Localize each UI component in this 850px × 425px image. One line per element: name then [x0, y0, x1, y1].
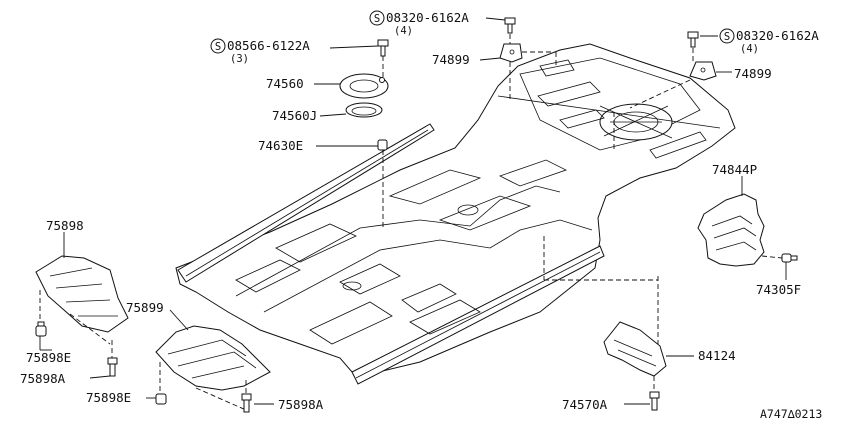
bracket-74899-right-icon: [689, 61, 717, 81]
label-75898A-a: 75898A: [20, 371, 66, 386]
bracket-right-cluster: [613, 31, 732, 150]
label-74630E: 74630E: [258, 138, 303, 153]
label-08566-qty: (3): [230, 53, 249, 65]
label-08320-right-prefix: S: [724, 31, 730, 43]
label-08320-left: S 08320-6162A (4): [369, 10, 469, 37]
label-08320-right-number: 08320-6162A: [736, 28, 819, 43]
bracket-left-cluster: [479, 17, 557, 102]
label-08320-right-qty: (4): [740, 43, 759, 55]
plug-74630E-icon: [377, 139, 388, 151]
undercover-75898-cluster: [35, 232, 129, 379]
label-75898: 75898: [46, 218, 84, 233]
bracket-84124-icon: [603, 321, 667, 377]
undercover-75899-cluster: [146, 309, 274, 413]
bolt-08320-right-icon: [687, 31, 699, 48]
cover-75899-icon: [155, 325, 271, 391]
diagram-reference-code: A747∆0213: [760, 407, 822, 421]
label-08320-right: S 08320-6162A (4): [719, 28, 819, 55]
label-75899: 75899: [126, 300, 164, 315]
label-74844P: 74844P: [712, 162, 757, 177]
label-74560: 74560: [266, 76, 304, 91]
bracket-84124-cluster: [543, 236, 694, 411]
cover-75898-icon: [35, 255, 129, 333]
label-74899-right: 74899: [734, 66, 772, 81]
label-74570A: 74570A: [562, 397, 608, 412]
jack-cover-cluster: [314, 39, 389, 228]
bolt-08566-icon: [377, 39, 389, 57]
clip-75898E-b-icon: [155, 393, 167, 405]
label-08320-left-number: 08320-6162A: [386, 10, 469, 25]
clip-75898E-a-icon: [35, 321, 47, 337]
label-08566: S 08566-6122A (3): [210, 38, 310, 65]
label-74560J: 74560J: [272, 108, 317, 123]
label-08320-left-qty: (4): [394, 25, 413, 37]
bolt-75898A-a-icon: [107, 357, 118, 377]
floor-panel: [175, 43, 736, 385]
label-75898A-b: 75898A: [278, 397, 324, 412]
label-84124: 84124: [698, 348, 736, 363]
bolt-74570A-icon: [649, 391, 660, 411]
label-74305F: 74305F: [756, 282, 801, 297]
bracket-74844P-icon: [697, 193, 765, 267]
bolt-08320-left-icon: [504, 17, 516, 34]
bracket-74844P-cluster: [697, 176, 798, 280]
label-08566-prefix: S: [215, 41, 221, 53]
bolt-74305F-icon: [781, 253, 798, 263]
label-08566-number: 08566-6122A: [227, 38, 310, 53]
label-74899-left: 74899: [432, 52, 470, 67]
ring-74560J-icon: [345, 102, 383, 118]
bolt-75898A-b-icon: [241, 393, 252, 413]
cover-74560-icon: [339, 73, 389, 99]
label-75898E-a: 75898E: [26, 350, 71, 365]
bracket-74899-left-icon: [499, 43, 523, 63]
label-75898E-b: 75898E: [86, 390, 131, 405]
label-08320-left-prefix: S: [374, 13, 380, 25]
